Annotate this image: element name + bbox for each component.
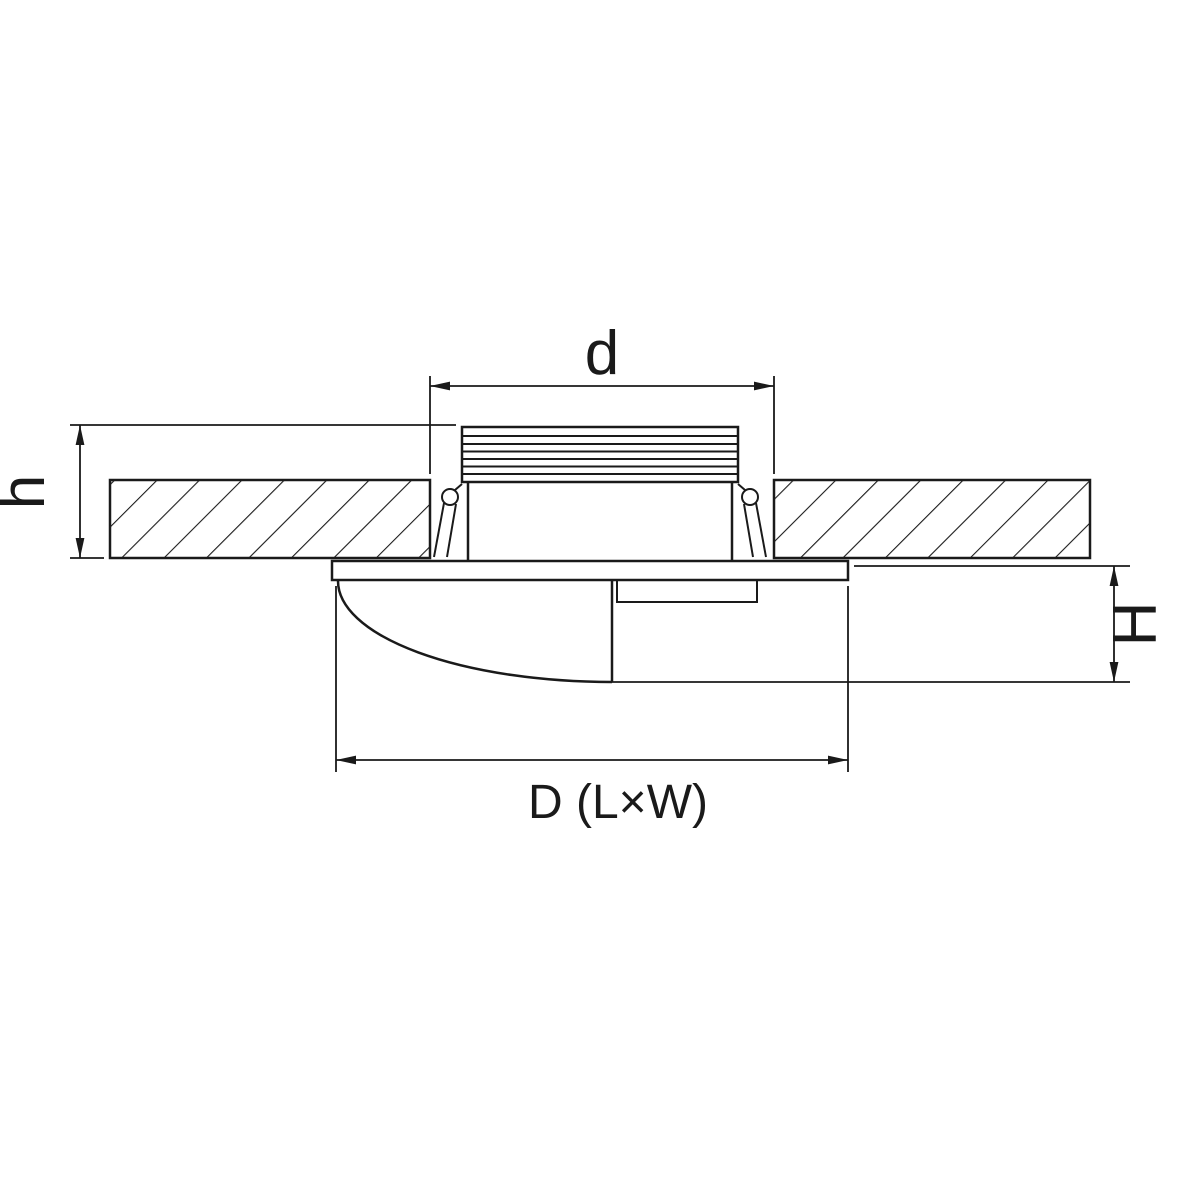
- mounting-clip-right: [737, 483, 767, 558]
- dimension-overall-size: D (L×W): [335, 586, 849, 829]
- fixture-body: [330, 425, 850, 684]
- heat-sink-outline: [460, 425, 740, 484]
- ceiling-panel-right: [772, 478, 1092, 560]
- clip-arm: [737, 483, 746, 491]
- trim-ring: [330, 559, 850, 582]
- clip-arm: [454, 483, 463, 491]
- dim-label-d: d: [585, 319, 619, 388]
- dimension-protrusion-height: H: [612, 565, 1170, 683]
- mounting-clip-left: [433, 483, 463, 558]
- glass-dome-profile: [336, 580, 613, 684]
- inner-step-profile: [616, 580, 758, 603]
- dimension-recess-depth: h: [0, 424, 456, 559]
- clip-arm: [433, 502, 445, 558]
- dim-label-overall: D (L×W): [528, 776, 708, 829]
- clip-arm: [755, 502, 767, 558]
- ceiling-section: [108, 478, 1092, 560]
- clip-arm: [743, 503, 754, 558]
- ceiling-panel-left: [108, 478, 432, 560]
- heat-sink: [460, 425, 740, 484]
- clip-arm: [446, 503, 457, 558]
- clip-spring-coil: [741, 488, 759, 506]
- clip-spring-coil: [441, 488, 459, 506]
- dim-label-h: h: [0, 475, 58, 509]
- dim-label-H: H: [1101, 602, 1170, 647]
